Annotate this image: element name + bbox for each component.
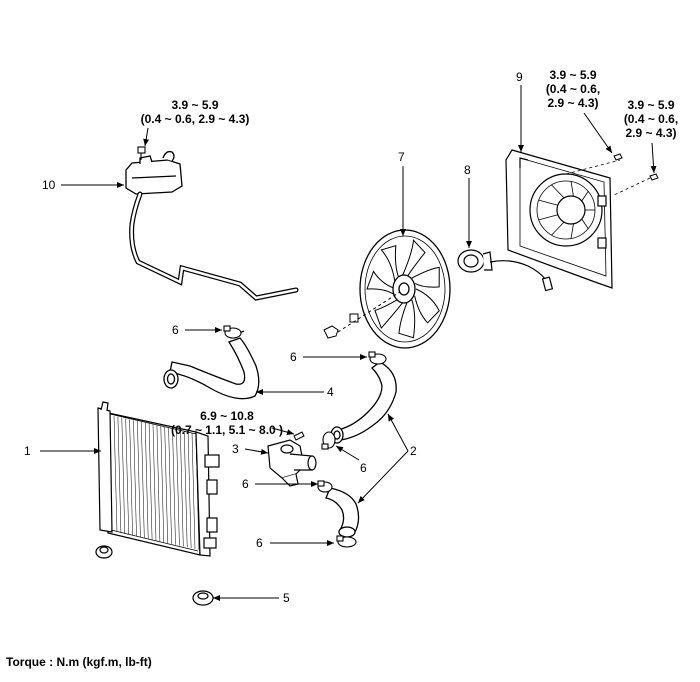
radiator-fin [121, 417, 126, 534]
callout-6-upper-engine: 6 [290, 350, 297, 364]
thermostat-bolt [293, 431, 305, 441]
torque-conversion: (0.7 ~ 1.1, 5.1 ~ 8.0 ) [170, 423, 284, 437]
fan-motor [457, 249, 554, 292]
fan-blade [402, 239, 426, 276]
torque-conversion-lbft: 2.9 ~ 4.3) [625, 126, 677, 140]
cooling-fan [359, 229, 451, 349]
lower-hose [325, 361, 397, 538]
fan-blade [398, 299, 416, 339]
torque-units-caption: Torque : N.m (kgf.m, lb-ft) [6, 655, 152, 669]
clamp-upper-radiator [223, 325, 242, 339]
leader-lines [40, 85, 657, 601]
torque-conversion-kgf: (0.4 ~ 0.6, [623, 112, 679, 126]
callout-6-thermostat: 6 [242, 477, 249, 491]
radiator-fin [183, 431, 188, 548]
clamp-thermostat [317, 480, 333, 493]
clamp-lower-engine [321, 431, 336, 450]
radiator-fin [172, 428, 176, 545]
callout-10: 10 [42, 178, 56, 192]
fan-blade [380, 244, 400, 283]
upper-hose [163, 330, 260, 400]
fan-blade [374, 299, 403, 330]
radiator-fin [191, 432, 196, 550]
radiator-fin [129, 419, 133, 536]
callout-8: 8 [464, 163, 471, 177]
fan-nut-and-washer [323, 291, 401, 339]
radiator-fin [168, 427, 172, 544]
hose-clamps [223, 325, 387, 548]
clamp-upper-engine [368, 351, 387, 365]
radiator-fin [160, 426, 165, 543]
torque-value: 3.9 ~ 5.9 [549, 68, 597, 82]
shroud-strut [581, 218, 589, 229]
torque-value: 6.9 ~ 10.8 [200, 409, 254, 423]
shroud-strut [570, 181, 574, 197]
radiator-fin [144, 422, 149, 539]
radiator-fin [176, 429, 180, 546]
callout-1: 1 [24, 444, 31, 458]
radiator-fin [137, 421, 141, 538]
radiator-core-fins [113, 415, 200, 550]
radiator-fin [195, 433, 200, 550]
shroud-struts [538, 181, 595, 239]
shroud-strut [570, 223, 574, 239]
shroud-strut [551, 184, 565, 199]
callout-6-upper-radiator: 6 [172, 323, 179, 337]
torque-conversion: (0.4 ~ 0.6, 2.9 ~ 4.3) [140, 112, 250, 126]
clamp-lower-radiator [336, 535, 357, 548]
radiator-fin [156, 425, 161, 542]
callout-6-lower-engine: 6 [360, 461, 367, 475]
radiator-fin [164, 427, 168, 544]
reservoir-bolt [137, 146, 146, 160]
callout-2: 2 [410, 444, 417, 458]
callout-3: 3 [232, 442, 239, 456]
callout-6-lower-radiator: 6 [256, 536, 263, 550]
radiator-fin [117, 416, 122, 533]
callout-9: 9 [516, 70, 523, 84]
reservoir-tank [125, 150, 299, 301]
fan-blade [411, 266, 440, 288]
lower-mount-bushing [192, 590, 214, 606]
shroud-strut [538, 199, 558, 206]
shroud-strut [581, 191, 589, 202]
callout-7: 7 [398, 150, 405, 164]
callout-4: 4 [327, 385, 334, 399]
radiator-fin [125, 418, 129, 535]
radiator-fin [148, 423, 153, 540]
torque-spec-shroud-side: 3.9 ~ 5.9 (0.4 ~ 0.6, 2.9 ~ 4.3) [614, 98, 688, 140]
thermostat-housing [267, 439, 317, 487]
callout-5: 5 [283, 591, 290, 605]
torque-conversion-lbft: 2.9 ~ 4.3) [547, 96, 599, 110]
radiator-fin [152, 424, 157, 541]
radiator-fin [180, 430, 184, 547]
torque-conversion-kgf: (0.4 ~ 0.6, [545, 82, 601, 96]
torque-value: 3.9 ~ 5.9 [171, 98, 219, 112]
shroud-strut [538, 214, 558, 221]
radiator [95, 401, 220, 559]
torque-value: 3.9 ~ 5.9 [627, 98, 675, 112]
radiator-fin [133, 420, 137, 537]
shroud-strut [551, 221, 565, 236]
torque-spec-thermostat: 6.9 ~ 10.8 (0.7 ~ 1.1, 5.1 ~ 8.0 ) [160, 409, 294, 437]
fan-blade [414, 288, 440, 324]
torque-spec-shroud-upper: 3.9 ~ 5.9 (0.4 ~ 0.6, 2.9 ~ 4.3) [536, 68, 610, 110]
radiator-fin [187, 432, 192, 549]
radiator-fin [141, 421, 145, 538]
shroud-bolts [611, 153, 659, 197]
fan-blade [366, 270, 396, 296]
radiator-fin [113, 415, 118, 533]
torque-spec-reservoir: 3.9 ~ 5.9 (0.4 ~ 0.6, 2.9 ~ 4.3) [134, 98, 256, 126]
fan-shroud [505, 149, 621, 289]
